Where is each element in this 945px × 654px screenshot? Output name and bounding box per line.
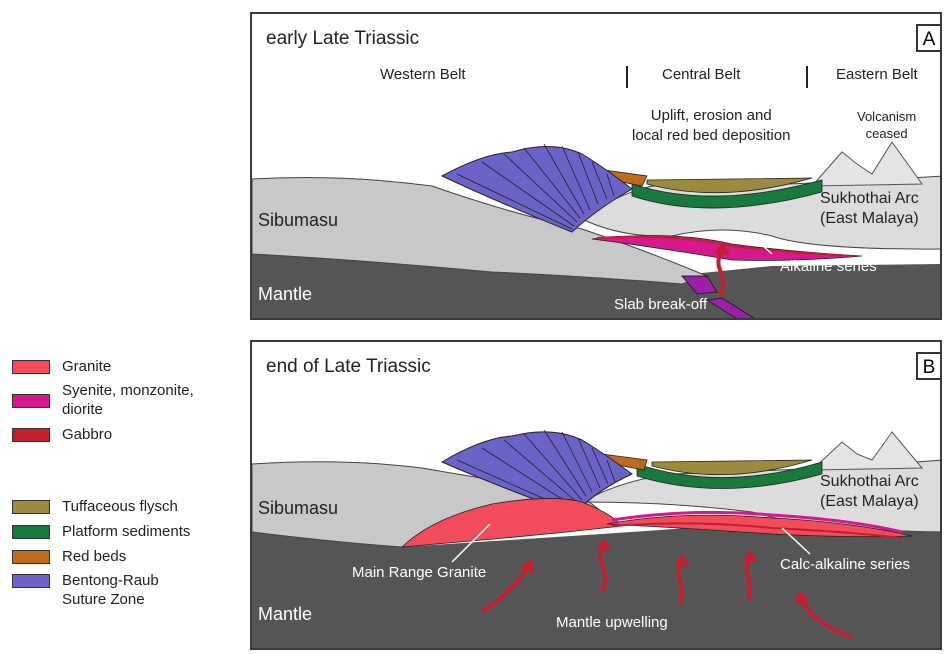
syenite-swatch xyxy=(12,394,50,408)
arc-label: Sukhothai Arc (East Malaya) xyxy=(820,189,919,229)
upwelling-label: Mantle upwelling xyxy=(556,614,668,631)
central-belt-label: Central Belt xyxy=(662,66,740,83)
uplift-note: Uplift, erosion and local red bed deposi… xyxy=(632,106,790,146)
sibumasu-label: Sibumasu xyxy=(258,498,338,519)
legend-item-flysch: Tuffaceous flysch xyxy=(10,498,240,520)
legend-item-syenite: Syenite, monzonite, diorite xyxy=(10,382,240,426)
slab-label: Slab break-off xyxy=(614,296,707,313)
legend-label: Gabbro xyxy=(62,425,112,444)
legend-label: Bentong-Raub Suture Zone xyxy=(62,571,159,609)
western-belt-label: Western Belt xyxy=(380,66,466,83)
legend-label: Tuffaceous flysch xyxy=(62,497,178,516)
eastern-belt-label: Eastern Belt xyxy=(836,66,918,83)
legend-label: Syenite, monzonite, diorite xyxy=(62,381,194,419)
calc-alkaline-label: Calc-alkaline series xyxy=(780,556,910,573)
gabbro-swatch xyxy=(12,428,50,442)
panel-b-letter: B xyxy=(916,352,942,380)
volcanism-note: Volcanism ceased xyxy=(857,108,916,142)
legend-item-gabbro: Gabbro xyxy=(10,426,240,448)
mantle-label: Mantle xyxy=(258,604,312,625)
suture-swatch xyxy=(12,574,50,588)
legend-item-platform: Platform sediments xyxy=(10,523,240,545)
granite-swatch xyxy=(12,360,50,374)
arc-label: Sukhothai Arc (East Malaya) xyxy=(820,472,919,512)
panel-a-title: early Late Triassic xyxy=(266,28,419,50)
platform-swatch xyxy=(12,525,50,539)
sibumasu-label: Sibumasu xyxy=(258,210,338,231)
panel-a: early Late Triassic A Western Belt Centr… xyxy=(250,12,942,320)
legend-label: Red beds xyxy=(62,547,126,566)
alkaline-label: Alkaline series xyxy=(780,258,877,275)
panel-b-title: end of Late Triassic xyxy=(266,356,431,378)
flysch-swatch xyxy=(12,500,50,514)
panel-a-letter: A xyxy=(916,24,942,52)
legend-label: Granite xyxy=(62,357,111,376)
panel-b: end of Late Triassic B Sibumasu Sukhotha… xyxy=(250,340,942,650)
mantle-label: Mantle xyxy=(258,284,312,305)
legend: Granite Syenite, monzonite, diorite Gabb… xyxy=(10,358,240,556)
main-range-label: Main Range Granite xyxy=(352,564,486,581)
legend-item-red-beds: Red beds xyxy=(10,548,240,570)
legend-item-granite: Granite xyxy=(10,358,240,380)
legend-item-suture: Bentong-Raub Suture Zone xyxy=(10,572,240,616)
legend-label: Platform sediments xyxy=(62,522,190,541)
red-beds-swatch xyxy=(12,550,50,564)
